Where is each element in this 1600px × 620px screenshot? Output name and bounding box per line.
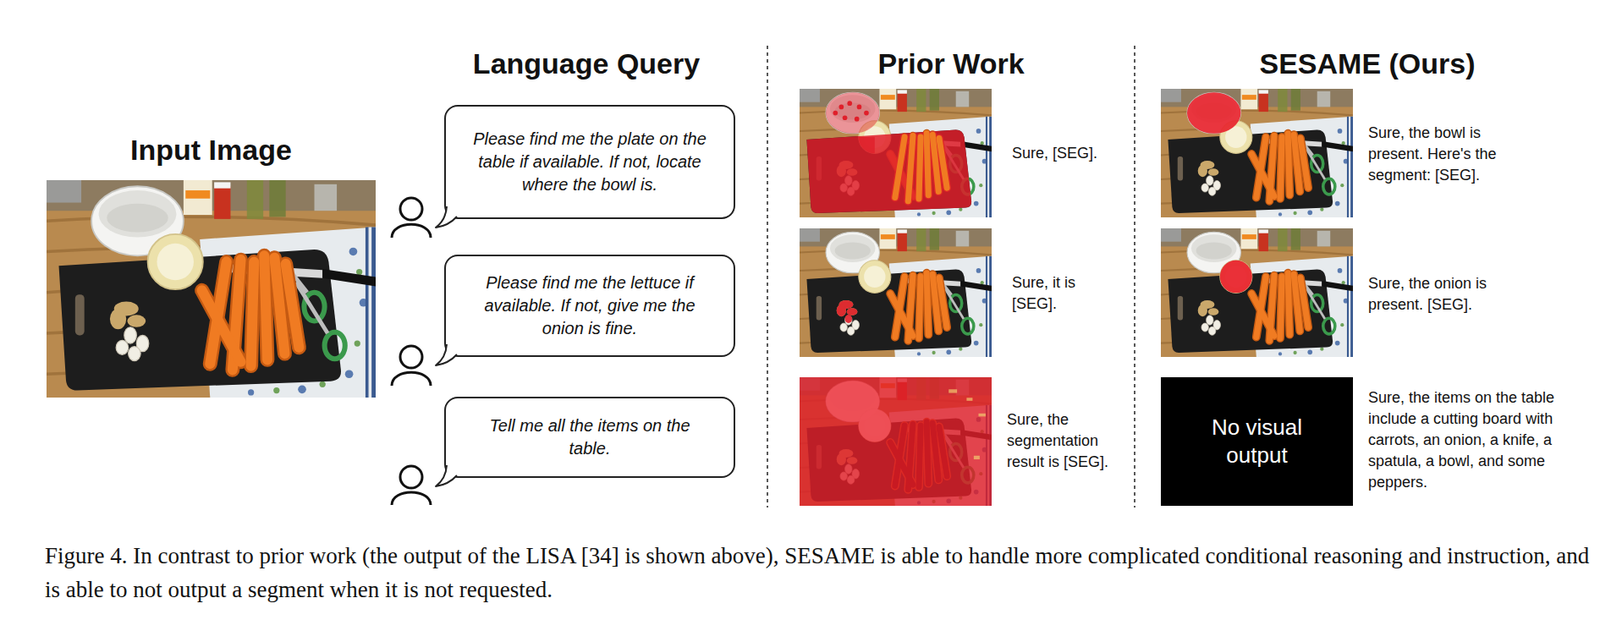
model-response: Sure, the onion is present. [SEG].	[1368, 273, 1521, 316]
empty-output-box: No visual output	[1160, 377, 1353, 506]
bubble-tail	[434, 203, 460, 230]
model-response: Sure, [SEG].	[1011, 142, 1127, 165]
query-text: Please find me the lettuce if available.…	[462, 271, 717, 341]
query-bubble: Please find me the lettuce if available.…	[444, 254, 736, 358]
model-response: Sure, it is [SEG].	[1011, 272, 1087, 315]
panel-heading: Input Image	[46, 132, 376, 167]
bubble-tail	[434, 341, 460, 368]
model-response: Sure, the bowl is present. Here's the se…	[1368, 122, 1525, 187]
model-response: Sure, the segmentation result is [SEG].	[1006, 409, 1130, 473]
prior-output-photo	[799, 377, 992, 506]
query-text: Tell me all the items on the table.	[488, 414, 692, 461]
user-icon	[391, 346, 431, 386]
query-text: Please find me the plate on the table if…	[456, 127, 724, 197]
bubble-tail	[434, 462, 460, 489]
user-icon	[391, 197, 431, 238]
sesame-output-photo	[1160, 88, 1353, 218]
dashed-divider	[1133, 45, 1136, 508]
figure-caption: Figure 4. In contrast to prior work (the…	[44, 538, 1595, 607]
prior-output-photo	[799, 88, 992, 218]
model-response: Sure, the items on the table include a c…	[1368, 387, 1582, 494]
input-photo	[46, 180, 376, 398]
column-heading: SESAME (Ours)	[1231, 46, 1503, 81]
placeholder-text: No visual output	[1198, 413, 1317, 470]
sesame-output-photo	[1160, 228, 1353, 358]
user-icon	[391, 466, 431, 506]
query-bubble: Tell me all the items on the table.	[444, 396, 736, 479]
column-heading: Language Query	[450, 46, 722, 81]
column-heading: Prior Work	[824, 46, 1078, 81]
dashed-divider	[766, 45, 769, 508]
prior-output-photo	[799, 228, 992, 358]
query-bubble: Please find me the plate on the table if…	[444, 104, 736, 220]
